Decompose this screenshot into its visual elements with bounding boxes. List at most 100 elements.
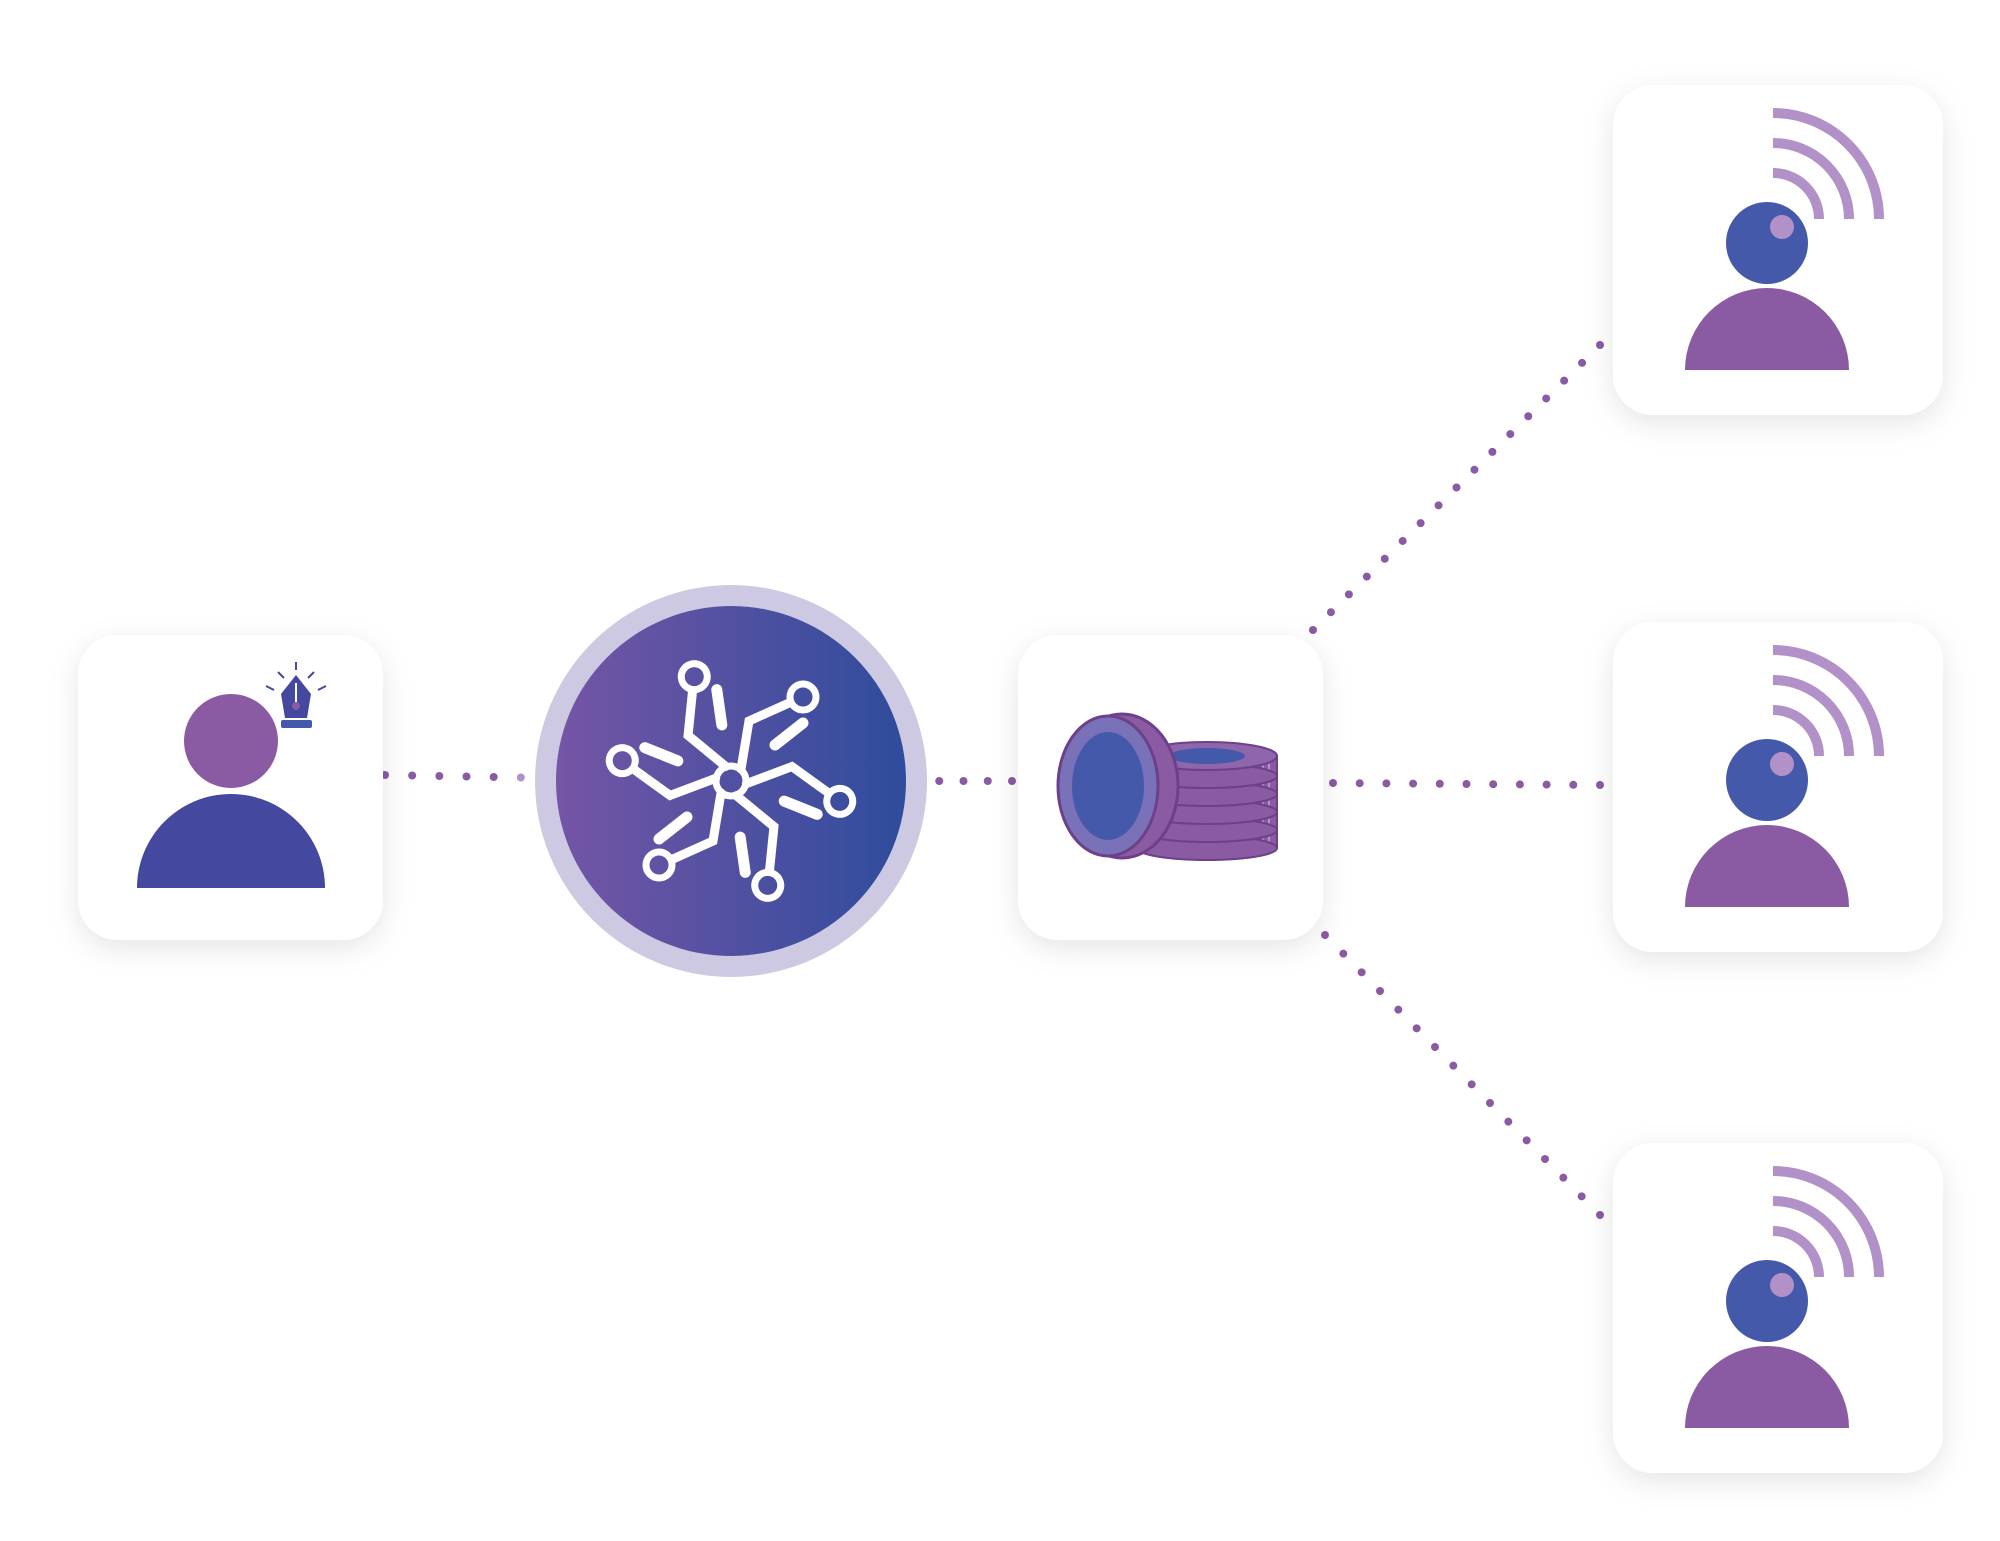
connector-dot	[959, 777, 968, 785]
connector-dot	[408, 771, 417, 780]
connector-dot	[1577, 1192, 1586, 1201]
person-with-signal-icon	[1685, 645, 1884, 907]
signal-wave	[1772, 108, 1884, 220]
coin-top-inner	[1169, 748, 1245, 764]
connector-dot	[1559, 1173, 1568, 1182]
person-head	[1726, 1260, 1808, 1342]
coin-stack-icon	[1056, 712, 1278, 861]
connector-dot	[1524, 412, 1533, 421]
signal-wave	[1772, 675, 1854, 757]
signal-wave	[1772, 1166, 1884, 1278]
person-with-signal-icon	[1685, 1166, 1884, 1428]
connector-dot	[1321, 931, 1329, 939]
connector-dot	[1560, 376, 1569, 385]
person-head	[184, 694, 278, 788]
person-head	[1726, 202, 1808, 284]
connector-creator-to-platform	[381, 771, 552, 782]
connector-dot	[1339, 949, 1348, 958]
connector-dot	[1569, 780, 1578, 789]
connector-dot	[1398, 536, 1407, 545]
connector-dot	[1470, 465, 1479, 474]
connector-dot	[1309, 626, 1317, 634]
connector-dot	[983, 777, 992, 785]
connector-dot	[1452, 483, 1461, 492]
signal-wave	[1772, 1196, 1854, 1278]
signal-wave	[1772, 138, 1854, 220]
connector-dot	[1486, 1099, 1494, 1107]
head-highlight	[1770, 752, 1794, 776]
connector-dot	[1434, 501, 1443, 510]
connector-dot	[1515, 780, 1524, 789]
person-body	[1685, 1346, 1849, 1428]
swirl-arm	[642, 788, 726, 882]
connector-dot	[1412, 1024, 1421, 1033]
subscriber-3-node	[1613, 1143, 1943, 1473]
connector-dot	[1596, 781, 1604, 789]
pen-nib-icon	[265, 662, 327, 728]
swirl-arm	[741, 761, 857, 820]
connector-dot	[1435, 779, 1444, 788]
swirl-arm	[677, 660, 731, 771]
connector-dot	[1008, 777, 1016, 785]
connector-dot	[935, 777, 944, 785]
connector-dot	[1357, 968, 1366, 977]
person-with-pen-nib-icon	[137, 662, 327, 888]
connector-dot	[1506, 430, 1515, 439]
connector-dot	[1467, 1080, 1476, 1089]
connector-dot	[1504, 1117, 1513, 1126]
connector-payment-to-subscriber-3	[1321, 931, 1604, 1219]
connector-dot	[1541, 1155, 1549, 1163]
connector-dot	[1416, 519, 1425, 528]
connector-dot	[1380, 554, 1389, 563]
connector-dot	[1329, 779, 1337, 787]
signal-wave	[1772, 645, 1884, 757]
swirl-arm	[605, 742, 721, 801]
person-body	[1685, 825, 1849, 907]
connector-dot	[489, 773, 498, 781]
signal-wave	[1772, 168, 1824, 220]
connector-dot	[1355, 779, 1364, 788]
connector-dot	[1382, 779, 1391, 788]
creator-node	[78, 635, 383, 940]
connector-dot	[1489, 780, 1498, 789]
connector-dot	[1326, 608, 1335, 617]
platform-hub-node	[535, 585, 927, 977]
connector-dot	[1409, 779, 1418, 788]
connector-payment-to-subscriber-2	[1329, 779, 1604, 789]
head-highlight	[1770, 1273, 1794, 1297]
subscriber-1-node	[1613, 85, 1943, 415]
connector-dot	[1362, 572, 1371, 581]
connector-dot	[1394, 1005, 1403, 1014]
swirl-arm	[731, 791, 785, 902]
connector-payment-to-subscriber-1	[1309, 341, 1604, 634]
connector-dot	[1596, 1211, 1604, 1219]
subscriber-2-node	[1613, 622, 1943, 952]
connector-dot	[1449, 1061, 1458, 1070]
payment-node	[1018, 635, 1323, 940]
subscriber-nodes	[1613, 85, 1943, 1473]
signal-wave	[1772, 705, 1824, 757]
connector-dot	[1522, 1136, 1531, 1145]
swirl-arm	[736, 680, 820, 774]
signal-wave	[1772, 1226, 1824, 1278]
head-highlight	[1770, 215, 1794, 239]
person-body	[137, 794, 325, 888]
connector-dot	[1578, 358, 1587, 367]
hub-disc	[556, 606, 906, 956]
person-head	[1726, 739, 1808, 821]
person-with-signal-icon	[1685, 108, 1884, 370]
connector-dot	[516, 773, 525, 782]
connector-dot	[1431, 1043, 1439, 1051]
connector-dot	[1462, 780, 1471, 788]
connector-dot	[1488, 447, 1497, 456]
circuit-swirl-logo-icon	[605, 660, 857, 902]
connector-dot	[435, 772, 444, 780]
connector-dot	[1542, 394, 1551, 403]
connector-dot	[1344, 590, 1353, 599]
person-body	[1685, 288, 1849, 370]
connector-dot	[1376, 987, 1384, 995]
connector-dot	[462, 772, 471, 781]
connector-dot	[1542, 780, 1551, 789]
standing-coin	[1056, 712, 1180, 860]
